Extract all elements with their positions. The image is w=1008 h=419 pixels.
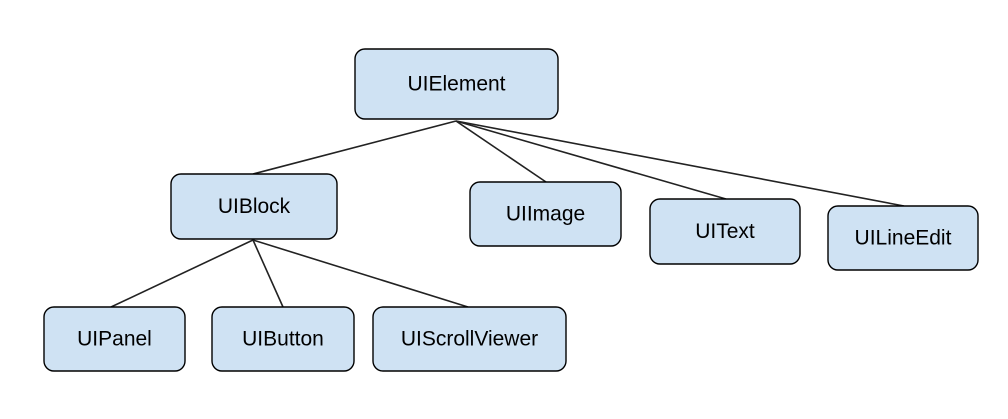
node-label-uilineedit: UILineEdit bbox=[855, 227, 952, 250]
edge-uiblock-to-uipanel bbox=[110, 239, 254, 308]
node-box-uibutton bbox=[211, 306, 355, 372]
edge-uielement-to-uitext bbox=[455, 120, 727, 200]
node-label-uitext: UIText bbox=[695, 220, 755, 243]
node-box-uipanel bbox=[43, 306, 186, 372]
edge-uielement-to-uiimage bbox=[455, 120, 547, 183]
node-uiimage: UIImage bbox=[469, 181, 622, 247]
node-label-uiscrollviewer: UIScrollViewer bbox=[401, 328, 538, 351]
node-uibutton: UIButton bbox=[211, 306, 355, 372]
edges bbox=[110, 120, 905, 308]
node-uiscrollviewer: UIScrollViewer bbox=[372, 306, 567, 372]
node-label-uipanel: UIPanel bbox=[77, 328, 152, 351]
node-box-uilineedit bbox=[827, 205, 979, 271]
node-box-uiimage bbox=[469, 181, 622, 247]
edge-uiblock-to-uibutton bbox=[252, 239, 284, 308]
edge-uiblock-to-uiscrollviewer bbox=[252, 239, 469, 308]
node-uilineedit: UILineEdit bbox=[827, 205, 979, 271]
node-uitext: UIText bbox=[649, 198, 801, 265]
node-label-uielement: UIElement bbox=[407, 73, 505, 96]
node-uielement: UIElement bbox=[354, 48, 559, 120]
node-box-uielement bbox=[354, 48, 559, 120]
edge-uielement-to-uiblock bbox=[252, 120, 457, 175]
node-label-uibutton: UIButton bbox=[242, 328, 324, 351]
node-label-uiblock: UIBlock bbox=[218, 195, 291, 218]
edge-uielement-to-uilineedit bbox=[455, 120, 905, 207]
node-box-uiscrollviewer bbox=[372, 306, 567, 372]
node-label-uiimage: UIImage bbox=[506, 203, 585, 226]
node-uipanel: UIPanel bbox=[43, 306, 186, 372]
node-box-uiblock bbox=[170, 173, 338, 240]
node-uiblock: UIBlock bbox=[170, 173, 338, 240]
node-box-uitext bbox=[649, 198, 801, 265]
